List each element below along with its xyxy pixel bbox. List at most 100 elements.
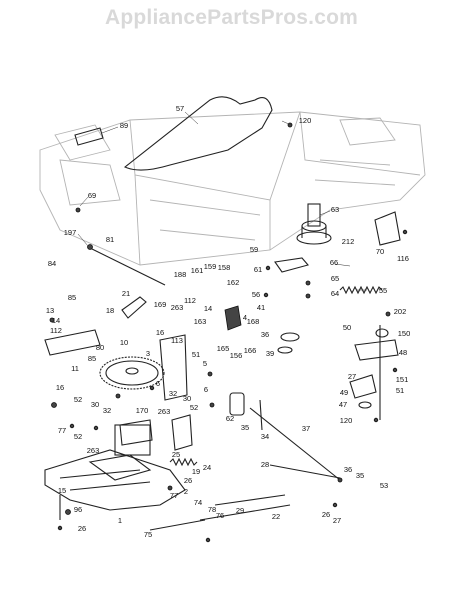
bracket-48	[354, 339, 399, 361]
callout-170: 170	[136, 406, 149, 415]
callout-150: 150	[398, 329, 411, 338]
watermark-text: AppliancePartsPros.com	[105, 6, 358, 29]
transaxle-gear	[99, 356, 165, 390]
callout-77: 77	[58, 426, 66, 435]
callout-162: 162	[227, 278, 240, 287]
callout-57: 57	[176, 104, 184, 113]
idler-pulley-39	[277, 346, 293, 354]
bracket-80	[44, 329, 101, 356]
callout-36: 36	[261, 330, 269, 339]
callout-113: 113	[171, 336, 183, 345]
callout-55: 55	[379, 286, 387, 295]
callout-26: 26	[184, 476, 192, 485]
rod-22	[199, 504, 291, 521]
callout-70: 70	[376, 247, 384, 256]
callout-2: 2	[184, 487, 188, 496]
callout-77: 77	[170, 491, 178, 500]
idler-pulley-150	[375, 328, 389, 338]
callout-28: 28	[261, 460, 269, 469]
callout-263: 263	[87, 446, 100, 455]
callout-52: 52	[74, 395, 82, 404]
callout-84: 84	[48, 259, 56, 268]
callout-65: 65	[331, 274, 339, 283]
callout-52: 52	[74, 432, 82, 441]
callout-159: 159	[204, 262, 217, 271]
callout-69: 69	[88, 191, 96, 200]
engine-pulley	[296, 203, 332, 245]
callout-5: 5	[203, 359, 207, 368]
callout-26: 26	[322, 510, 330, 519]
callout-37: 37	[302, 424, 310, 433]
callout-1: 1	[118, 516, 122, 525]
callout-116: 116	[397, 254, 409, 263]
callout-197: 197	[64, 228, 77, 237]
callout-81: 81	[106, 235, 114, 244]
callout-30: 30	[91, 400, 99, 409]
callout-14: 14	[52, 316, 60, 325]
bracket-30	[171, 414, 193, 451]
callout-48: 48	[399, 348, 407, 357]
callout-25: 25	[172, 450, 180, 459]
callout-156: 156	[230, 351, 243, 360]
callout-51: 51	[396, 386, 404, 395]
callout-263: 263	[171, 303, 184, 312]
idler-pulley-36	[280, 332, 300, 342]
callout-39: 39	[266, 349, 274, 358]
callout-188: 188	[174, 270, 187, 279]
callout-52: 52	[190, 403, 198, 412]
rod-75	[149, 519, 206, 531]
callout-6: 6	[204, 385, 208, 394]
callout-80: 80	[96, 343, 104, 352]
callout-13: 13	[46, 306, 54, 315]
callout-120: 120	[299, 116, 312, 125]
rod-28	[269, 464, 341, 479]
callout-49: 49	[340, 388, 348, 397]
callout-22: 22	[272, 512, 280, 521]
callout-212: 212	[342, 237, 355, 246]
callout-112: 112	[50, 326, 62, 335]
rod-35	[259, 399, 263, 431]
fasteners	[49, 122, 408, 543]
callout-32: 32	[103, 406, 111, 415]
callout-96: 96	[74, 505, 82, 514]
callout-66: 66	[330, 258, 338, 267]
callout-166: 166	[244, 346, 257, 355]
callout-85: 85	[68, 293, 76, 302]
callout-47: 47	[339, 400, 347, 409]
callout-151: 151	[396, 375, 409, 384]
callout-30: 30	[183, 394, 191, 403]
callout-120: 120	[340, 416, 353, 425]
bracket-170	[119, 419, 153, 446]
callout-32: 32	[169, 389, 177, 398]
callout-16: 16	[156, 328, 164, 337]
callout-16: 16	[56, 383, 64, 392]
callout-62: 62	[226, 414, 234, 423]
callout-29: 29	[236, 506, 244, 515]
bushing-62	[229, 392, 245, 416]
rod-29	[214, 494, 286, 506]
callout-263: 263	[158, 407, 171, 416]
callout-14: 14	[204, 304, 212, 313]
drive-belt	[123, 96, 273, 171]
callout-6: 6	[156, 379, 160, 388]
callout-21: 21	[122, 289, 130, 298]
callout-169: 169	[154, 300, 167, 309]
callout-59: 59	[250, 245, 258, 254]
callout-24: 24	[203, 463, 211, 472]
bracket-21	[121, 296, 147, 319]
callout-64: 64	[331, 289, 339, 298]
callout-61: 61	[254, 265, 262, 274]
callout-78: 78	[208, 505, 216, 514]
bracket-89	[74, 127, 104, 146]
spring-24	[169, 457, 198, 467]
callout-labels: 57 89 120 69 63 197 81 59 212 70 116 84 …	[46, 104, 410, 539]
bracket-113	[159, 334, 188, 401]
callout-112: 112	[184, 296, 196, 305]
rod-37	[249, 407, 341, 481]
callout-165: 165	[217, 344, 230, 353]
clutch-4	[224, 305, 242, 331]
callout-3: 3	[146, 349, 150, 358]
callout-11: 11	[71, 364, 79, 373]
callout-89: 89	[120, 121, 128, 130]
